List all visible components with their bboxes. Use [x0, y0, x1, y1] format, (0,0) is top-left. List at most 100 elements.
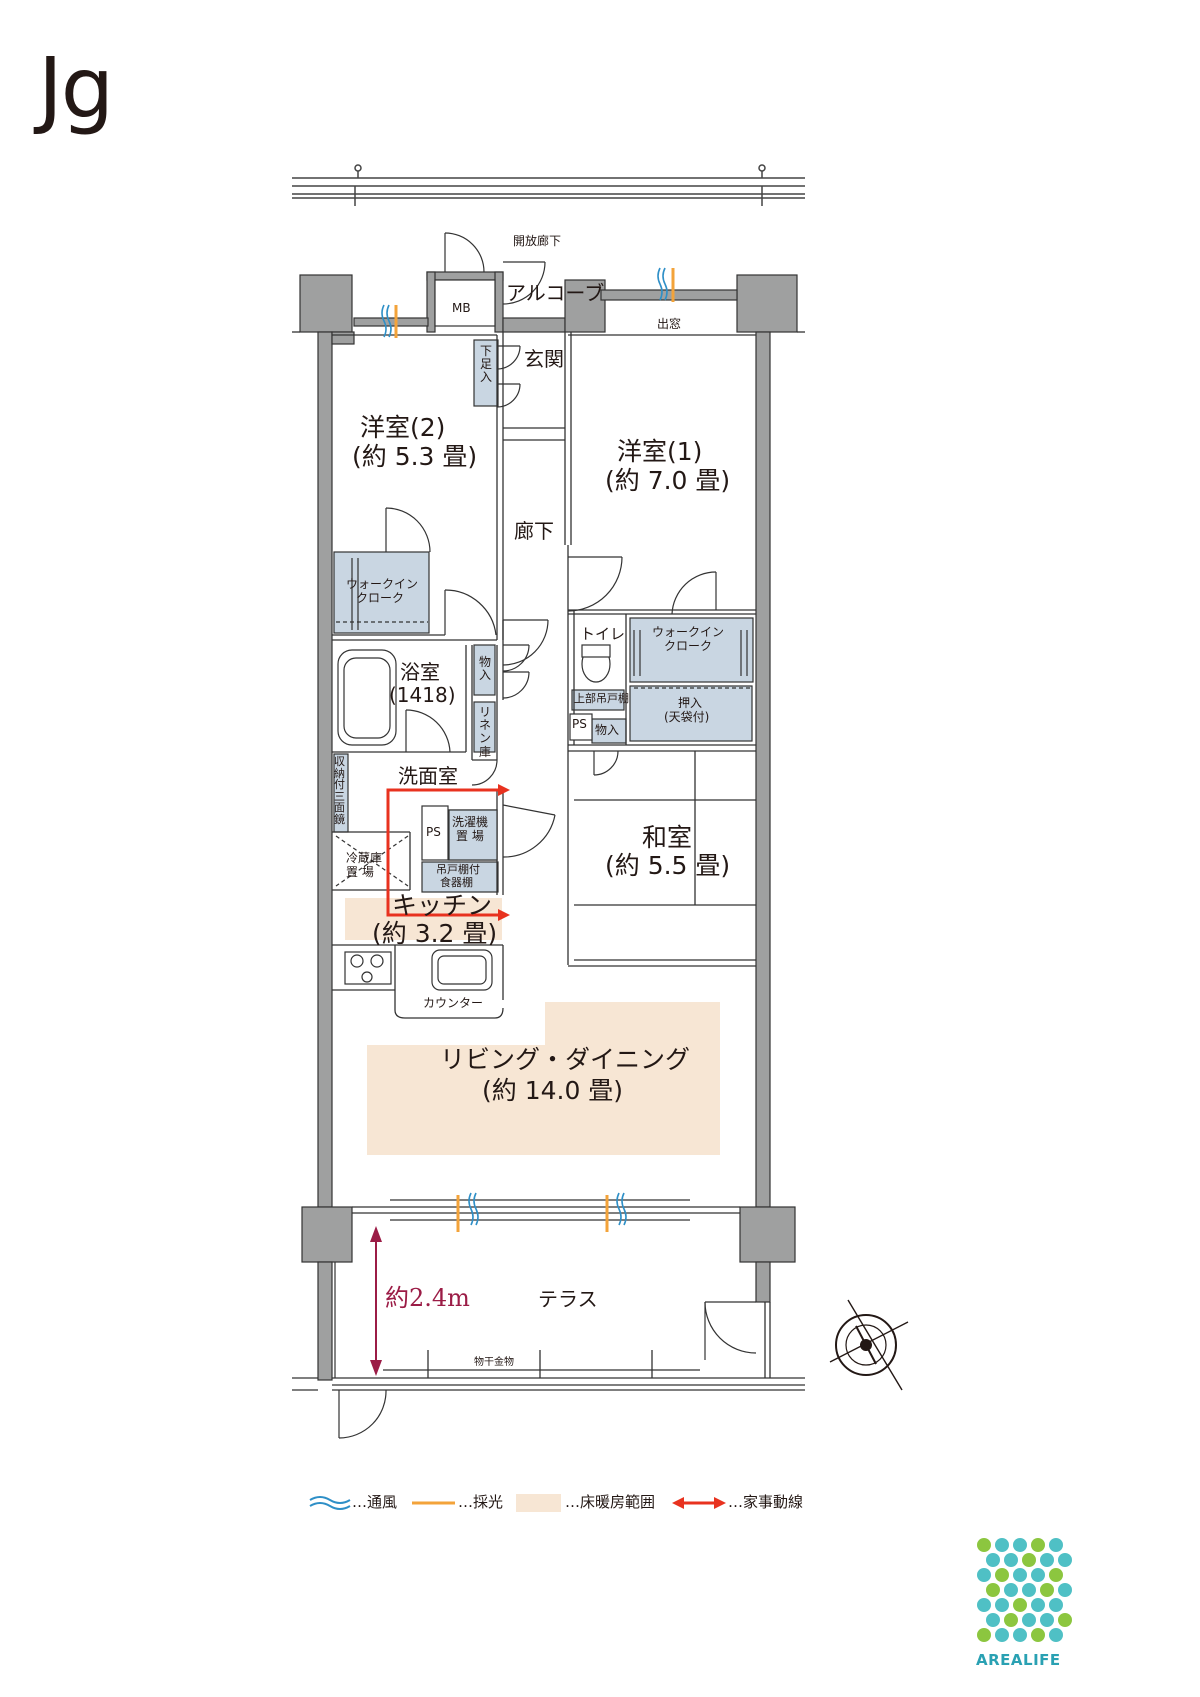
brand-dot [986, 1613, 1000, 1627]
brand-dot [1013, 1598, 1027, 1612]
entrance-name: 玄関 [524, 347, 564, 371]
washroom-ps-label: PS [426, 825, 441, 839]
brand-dot [1004, 1553, 1018, 1567]
washroom-name: 洗面室 [398, 764, 458, 788]
brand-dot [977, 1628, 991, 1642]
walkin-closet-1-line1: ウォークイン [652, 625, 725, 639]
japanese-room-name: 和室 [642, 823, 693, 852]
floor-heating-zones [345, 898, 720, 1155]
brand-dot [995, 1568, 1009, 1582]
brand-dot [1031, 1568, 1045, 1582]
legend-floor-heating: …床暖房範囲 [565, 1493, 656, 1511]
toilet-name: トイレ [580, 625, 626, 643]
counter-label: カウンター [423, 996, 484, 1010]
western-room-1-area: (約 7.0 畳) [605, 466, 731, 495]
ps-box-washroom [421, 805, 449, 861]
brand-dot [1031, 1628, 1045, 1642]
corridor-railing [292, 164, 805, 206]
brand-dot [1013, 1568, 1027, 1582]
western-room-2-name: 洋室(2) [360, 413, 446, 442]
bathroom-size: (1418) [389, 683, 456, 707]
doors [334, 232, 757, 1439]
japanese-room-area: (約 5.5 畳) [605, 851, 731, 880]
brand-dot [1049, 1568, 1063, 1582]
terrace-name: テラス [538, 1287, 598, 1311]
brand-dot [977, 1598, 991, 1612]
brand-dot [1058, 1553, 1072, 1567]
meter-box-label: MB [452, 301, 471, 315]
legend-daylight: …採光 [458, 1493, 504, 1511]
bath-storage-label: 物入 [479, 655, 492, 683]
upper-shelf-label: 上部吊戸棚 [574, 692, 629, 705]
daylight-markers [394, 268, 675, 1232]
brand-dot [1022, 1583, 1036, 1597]
housework-route [386, 784, 510, 921]
living-dining-name: リビング・ダイニング [440, 1045, 691, 1074]
brand-dot [1013, 1628, 1027, 1642]
brand-dot [1049, 1598, 1063, 1612]
brand-dot [995, 1598, 1009, 1612]
brand-dot [1040, 1613, 1054, 1627]
open-corridor-label: 開放廊下 [513, 234, 562, 248]
brand-name: AREALIFE [976, 1651, 1061, 1669]
brand-dot [1058, 1583, 1072, 1597]
walkin-closet-2-line2: クローク [356, 591, 405, 605]
walkin-closet-1-line2: クローク [664, 639, 713, 653]
terrace-depth-dimension: 約2.4m [385, 1284, 470, 1312]
washer-line1: 洗濯機 [452, 815, 489, 829]
brand-dot [1058, 1613, 1072, 1627]
oshiire-line2: (天袋付) [664, 710, 710, 724]
kitchen-name: キッチン [392, 891, 493, 920]
brand-dot [1049, 1538, 1063, 1552]
living-dining-area: (約 14.0 畳) [482, 1076, 624, 1105]
walkin-closet-2-line1: ウォークイン [346, 577, 419, 591]
brand-dot [986, 1553, 1000, 1567]
plan-type-title: Jg [38, 39, 114, 137]
fridge-line2: 置 場 [346, 865, 374, 879]
ps-box-toilet [569, 713, 593, 741]
walls [299, 271, 798, 1381]
brand-dot [1040, 1553, 1054, 1567]
toilet-ps-label: PS [572, 717, 587, 731]
washer-area [448, 809, 498, 861]
vanity-label: 収納付三面鏡 [334, 755, 345, 826]
terrace-dimension-arrow [370, 1226, 382, 1376]
hanging-shelf-line1: 吊戸棚付 [436, 863, 480, 876]
brand-logo-dots [977, 1538, 1072, 1642]
hanging-shelf-line2: 食器棚 [440, 876, 473, 889]
brand-dot [1031, 1538, 1045, 1552]
linen-storage-label: リネン庫 [479, 705, 492, 759]
brand-dot [995, 1628, 1009, 1642]
brand-dot [986, 1583, 1000, 1597]
fridge-line1: 冷蔵庫 [346, 851, 383, 865]
fixtures [335, 558, 750, 991]
western-room-1-name: 洋室(1) [617, 437, 703, 466]
meter-box [434, 279, 496, 327]
brand-dot [977, 1568, 991, 1582]
legend-housework: …家事動線 [728, 1493, 804, 1511]
brand-dot [1031, 1598, 1045, 1612]
brand-dot [1004, 1613, 1018, 1627]
oshiire-line1: 押入 [678, 696, 703, 710]
toilet-storage-label: 物入 [595, 723, 620, 737]
brand-dot [995, 1538, 1009, 1552]
brand-dot [1040, 1583, 1054, 1597]
legend-symbols [309, 1494, 726, 1512]
bathroom-name: 浴室 [400, 660, 440, 684]
clothes-hanger-label: 物干金物 [474, 1357, 514, 1368]
brand-dot [1004, 1583, 1018, 1597]
brand-dot [1022, 1613, 1036, 1627]
shoe-box-label: 下足入 [480, 344, 493, 385]
ventilation-markers [381, 267, 668, 1226]
brand-dot [1022, 1553, 1036, 1567]
compass-icon [829, 1299, 909, 1391]
brand-dot [977, 1538, 991, 1552]
brand-dot [1049, 1628, 1063, 1642]
bay-window-label: 出窓 [657, 317, 682, 331]
kitchen-area: (約 3.2 畳) [372, 919, 498, 948]
washer-line2: 置 場 [456, 829, 484, 843]
western-room-2-area: (約 5.3 畳) [352, 442, 478, 471]
brand-dot [1013, 1538, 1027, 1552]
legend-ventilation: …通風 [352, 1493, 398, 1511]
